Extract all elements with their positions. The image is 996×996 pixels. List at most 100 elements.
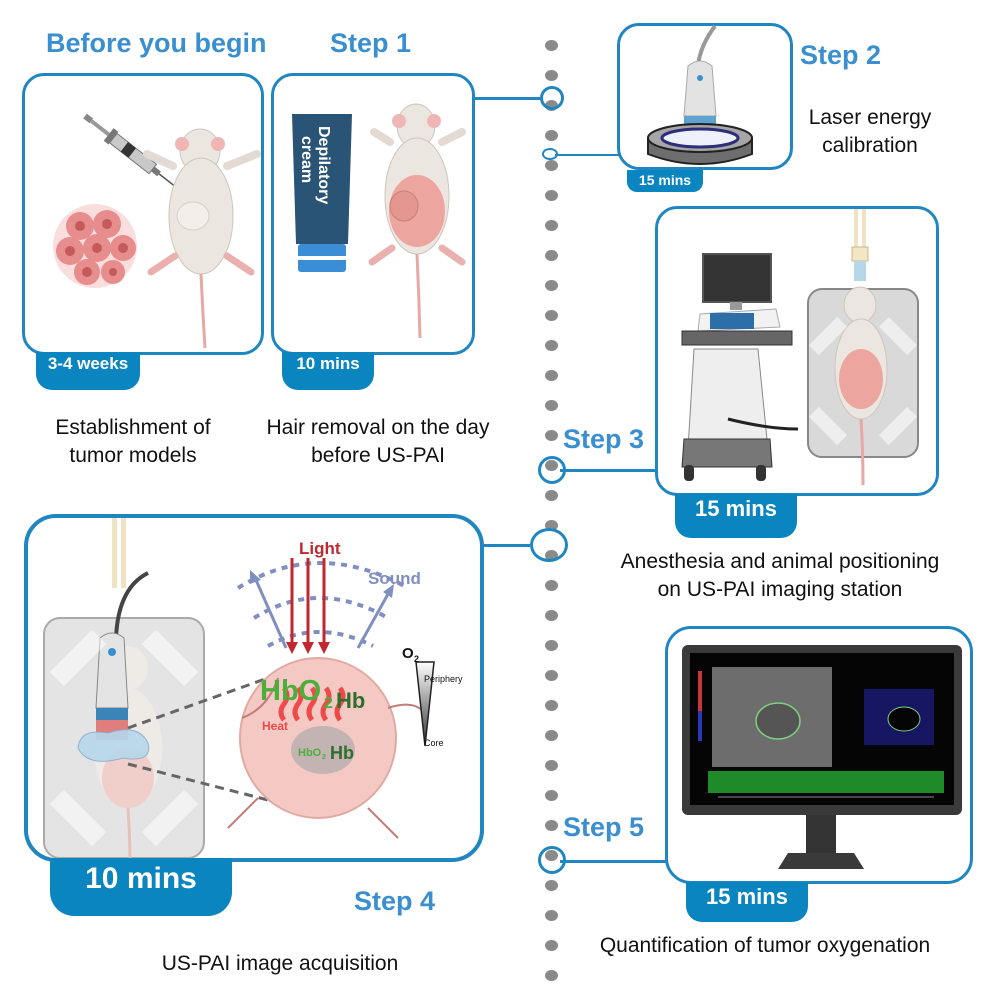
before-description-line1: Establishment of [55, 416, 211, 439]
timeline-dot [545, 490, 558, 501]
timeline-dot [545, 190, 558, 201]
step2-connector [555, 154, 619, 156]
step2-description-line2: calibration [822, 134, 918, 157]
timeline-dot [545, 880, 558, 891]
step5-duration-badge: 15 mins [686, 882, 808, 922]
core-label: Core [424, 738, 444, 748]
before-description-line2: tumor models [69, 444, 197, 467]
syringe-icon [83, 113, 182, 192]
timeline-dot [545, 400, 558, 411]
tube-label-line1: Depilatory [315, 126, 332, 204]
hbo2-small-label: HbO [298, 747, 322, 759]
timeline-dot [545, 280, 558, 291]
step1-description-line2: before US-PAI [311, 444, 445, 467]
timeline-marker-step4 [530, 528, 568, 562]
ultrasound-machine-icon [681, 253, 799, 481]
heat-label: Heat [262, 719, 288, 733]
timeline-dot [545, 40, 558, 51]
animal-bed-icon [807, 209, 919, 486]
timeline-dot [545, 790, 558, 801]
step4-connector [484, 544, 530, 547]
timeline-dot [545, 820, 558, 831]
timeline-dot [545, 310, 558, 321]
step1-description: Hair removal on the day before US-PAI [246, 414, 510, 470]
step5-panel [665, 626, 973, 884]
step5-connector [560, 860, 666, 863]
sound-label: Sound [368, 569, 421, 588]
timeline-dot [545, 610, 558, 621]
ultrasound-probe-icon [683, 24, 717, 140]
hbo2-small-subscript: 2 [322, 754, 326, 761]
step1-duration-badge: 10 mins [282, 352, 374, 390]
step3-description: Anesthesia and animal positioning on US-… [580, 548, 980, 604]
before-duration-badge: 3-4 weeks [36, 352, 140, 390]
timeline-marker-step2 [542, 148, 558, 160]
timeline-marker-step5 [538, 846, 566, 874]
timeline-dot [545, 970, 558, 981]
timeline-dot [545, 220, 558, 231]
timeline-dot [545, 640, 558, 651]
laser-calibration-illustration [647, 24, 753, 165]
imaging-station-illustration [681, 209, 919, 486]
step4-panel: Light Sound HbO 2 Hb Heat HbO 2 Hb O 2 P… [24, 514, 484, 865]
o2-label: O [402, 645, 414, 662]
step4-duration-badge: 10 mins [50, 858, 232, 916]
step3-connector [560, 469, 656, 472]
animal-bed-with-probe-icon [43, 518, 205, 865]
shaved-mouse-icon [368, 103, 466, 339]
tube-label-line2: cream [298, 136, 315, 183]
timeline-dot [545, 250, 558, 261]
hair-removal-illustration: Depilatory cream [292, 103, 466, 339]
image-acquisition-illustration: Light Sound HbO 2 Hb Heat HbO 2 Hb O 2 P… [43, 518, 463, 865]
timeline-dot [545, 670, 558, 681]
zoom-line-top [127, 676, 269, 730]
step2-duration-badge: 15 mins [627, 170, 703, 192]
mouse-icon [143, 128, 261, 349]
zoom-line-bottom [127, 762, 269, 802]
step1-description-line1: Hair removal on the day [266, 416, 490, 439]
timeline-marker-step1 [540, 86, 564, 110]
timeline-dot [545, 730, 558, 741]
depilatory-cream-tube-icon: Depilatory cream [292, 114, 352, 272]
step4-title: Step 4 [354, 886, 436, 916]
before-panel [22, 73, 264, 355]
tumor-injection-illustration [53, 113, 261, 349]
step2-title: Step 2 [800, 40, 882, 70]
step5-title: Step 5 [563, 812, 645, 842]
o2-subscript: 2 [414, 654, 419, 664]
hbo2-large-subscript: 2 [324, 695, 333, 712]
step2-description: Laser energy calibration [790, 104, 950, 160]
step2-panel [617, 23, 793, 170]
hb-small-label: Hb [330, 743, 354, 763]
energy-meter-icon [647, 123, 753, 165]
step3-panel [655, 206, 939, 496]
timeline-marker-step3 [538, 456, 566, 484]
timeline-dot [545, 700, 558, 711]
timeline-dot [545, 370, 558, 381]
step1-title: Step 1 [330, 28, 412, 58]
hbo2-large-label: HbO [260, 675, 321, 707]
monitor-icon [682, 645, 962, 869]
timeline-dot [545, 160, 558, 171]
step3-title: Step 3 [563, 424, 645, 454]
tumor-cells-icon [53, 204, 137, 288]
step5-description: Quantification of tumor oxygenation [599, 934, 931, 957]
step4-description: US-PAI image acquisition [161, 952, 399, 975]
step2-description-line1: Laser energy [808, 106, 932, 129]
light-label: Light [299, 539, 341, 558]
tumor-photoacoustic-icon [227, 558, 435, 839]
timeline-dot [545, 910, 558, 921]
step1-connector [475, 97, 541, 100]
timeline-dot [545, 430, 558, 441]
step3-description-line2: on US-PAI imaging station [657, 578, 903, 601]
monitor-illustration [682, 645, 962, 869]
step3-duration-badge: 15 mins [675, 494, 797, 538]
timeline-dot [545, 340, 558, 351]
hb-large-label: Hb [336, 688, 365, 713]
timeline-dot [545, 520, 558, 531]
step3-description-line1: Anesthesia and animal positioning [620, 550, 940, 573]
before-title: Before you begin [46, 28, 267, 58]
timeline-dot [545, 130, 558, 141]
timeline-dot [545, 760, 558, 771]
timeline-dot [545, 70, 558, 81]
